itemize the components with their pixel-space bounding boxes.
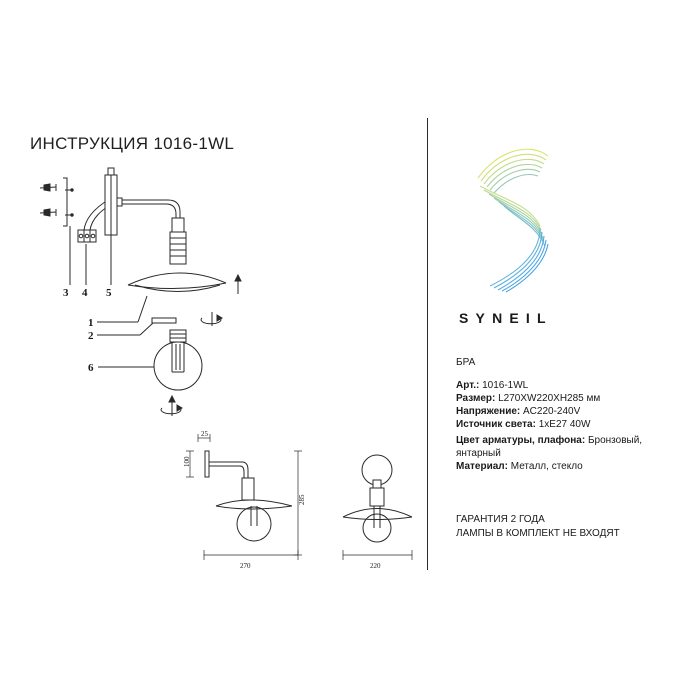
product-type: БРА [456, 357, 476, 368]
spec-value: 1xE27 40W [535, 419, 591, 430]
page-title: ИНСТРУКЦИЯ 1016-1WL [30, 134, 235, 153]
dimension-25: 25 [201, 430, 209, 438]
lamp-socket [169, 231, 187, 265]
dimension-220: 220 [370, 562, 381, 570]
arrow-up-icon [234, 273, 242, 294]
screw-icon [39, 183, 57, 217]
side-view-drawing [204, 450, 293, 542]
dimension-285: 285 [298, 494, 306, 505]
brand-name: SYNEIL [459, 310, 553, 326]
spec-value: янтарный [456, 448, 501, 459]
mounting-bracket [63, 177, 74, 227]
dimension-100: 100 [183, 456, 191, 467]
dimension-lines [186, 434, 302, 560]
spec-article: Арт.: 1016-1WL [456, 379, 528, 392]
spec-value: 1016-1WL [479, 380, 529, 391]
spec-label: Размер: [456, 393, 496, 404]
light-bulb [153, 329, 203, 391]
part-label-5: 5 [106, 287, 112, 299]
part-label-6: 6 [88, 362, 94, 374]
spec-label: Материал: [456, 461, 508, 472]
spec-label: Арт.: [456, 380, 480, 391]
spec-value: Металл, стекло [507, 461, 583, 472]
spec-label: Напряжение: [456, 406, 521, 417]
spec-voltage: Напряжение: AC220-240V [456, 405, 580, 418]
spec-label: Источник света: [456, 419, 536, 430]
spec-size: Размер: L270XW220XH285 мм [456, 392, 600, 405]
dimension-270: 270 [240, 562, 251, 570]
spec-material: Материал: Металл, стекло [456, 460, 583, 473]
spec-value: AC220-240V [520, 406, 581, 417]
part-label-4: 4 [82, 287, 88, 299]
part-label-3: 3 [63, 287, 69, 299]
wall-plate [104, 167, 123, 236]
front-view-drawing [342, 454, 413, 543]
spec-color: Цвет арматуры, плафона: Бронзовый, [456, 434, 642, 447]
part-label-2: 2 [88, 330, 94, 342]
lamp-shade [127, 272, 227, 292]
warranty-note: ГАРАНТИЯ 2 ГОДА [456, 514, 545, 525]
page-divider [427, 118, 428, 570]
rotate-icon [200, 312, 223, 326]
spec-value: L270XW220XH285 мм [495, 393, 601, 404]
lamps-note: ЛАМПЫ В КОМПЛЕКТ НЕ ВХОДЯТ [456, 528, 620, 539]
spec-label: Цвет арматуры, плафона: [456, 435, 586, 446]
rotate-icon [160, 394, 183, 416]
brand-logo [477, 148, 549, 293]
spec-color-cont: янтарный [456, 447, 501, 460]
spec-light-source: Источник света: 1xE27 40W [456, 418, 590, 431]
spec-value: Бронзовый, [585, 435, 643, 446]
dimension-lines [342, 550, 413, 560]
terminal-block [77, 199, 110, 243]
lamp-arm [122, 199, 185, 233]
part-label-1: 1 [88, 317, 94, 329]
fixing-ring [151, 317, 177, 324]
